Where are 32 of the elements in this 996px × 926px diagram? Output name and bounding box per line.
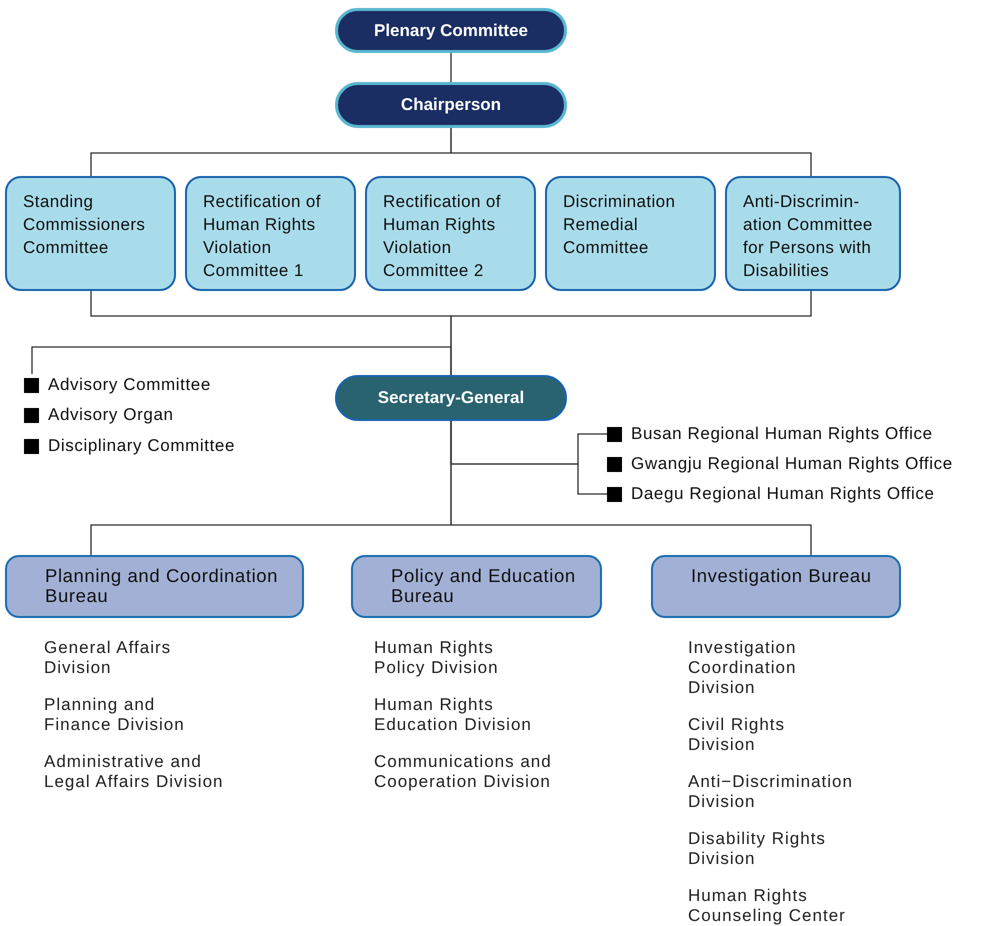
committee-box: Discrimination Remedial Committee: [545, 176, 716, 291]
division-name: Administrative and Legal Affairs Division: [44, 752, 224, 792]
org-box: Plenary Committee: [335, 8, 567, 53]
committee-box: Rectification of Human Rights Violation Committee 2: [365, 176, 536, 291]
division-name: Disability Rights Division: [688, 829, 827, 869]
list-item-text: Daegu Regional Human Rights Office: [631, 484, 935, 504]
list-item-text: Advisory Organ: [48, 405, 174, 425]
connector-line: [450, 128, 812, 176]
org-box: Chairperson: [335, 82, 567, 128]
connector-line: [450, 421, 812, 555]
division-name: Planning and Finance Division: [44, 695, 186, 735]
bureau-box: Investigation Bureau: [651, 555, 901, 618]
list-item-text: Disciplinary Committee: [48, 436, 236, 456]
connector-line: [31, 346, 452, 375]
list-item-text: Busan Regional Human Rights Office: [631, 424, 933, 444]
division-name: Human Rights Counseling Center: [688, 886, 847, 926]
list-item-text: Gwangju Regional Human Rights Office: [631, 454, 953, 474]
division-name: Communications and Cooperation Division: [374, 752, 553, 792]
bureau-box: Planning and Coordination Bureau: [5, 555, 304, 618]
division-name: Human Rights Policy Division: [374, 638, 500, 678]
division-name: Anti−Discrimination Division: [688, 772, 854, 812]
connector-line: [450, 53, 452, 82]
committee-box: Anti-Discrimin- ation Committee for Persons with Disabilities: [725, 176, 901, 291]
org-box: Secretary-General: [335, 375, 567, 421]
division-name: General Affairs Division: [44, 638, 172, 678]
list-item-text: Advisory Committee: [48, 375, 211, 395]
division-name: Investigation Coordination Division: [688, 638, 798, 698]
committee-box: Rectification of Human Rights Violation Committee 1: [185, 176, 356, 291]
division-name: Human Rights Education Division: [374, 695, 533, 735]
committee-box: Standing Commissioners Committee: [5, 176, 176, 291]
division-name: Civil Rights Division: [688, 715, 786, 755]
bureau-box: Policy and Education Bureau: [351, 555, 602, 618]
